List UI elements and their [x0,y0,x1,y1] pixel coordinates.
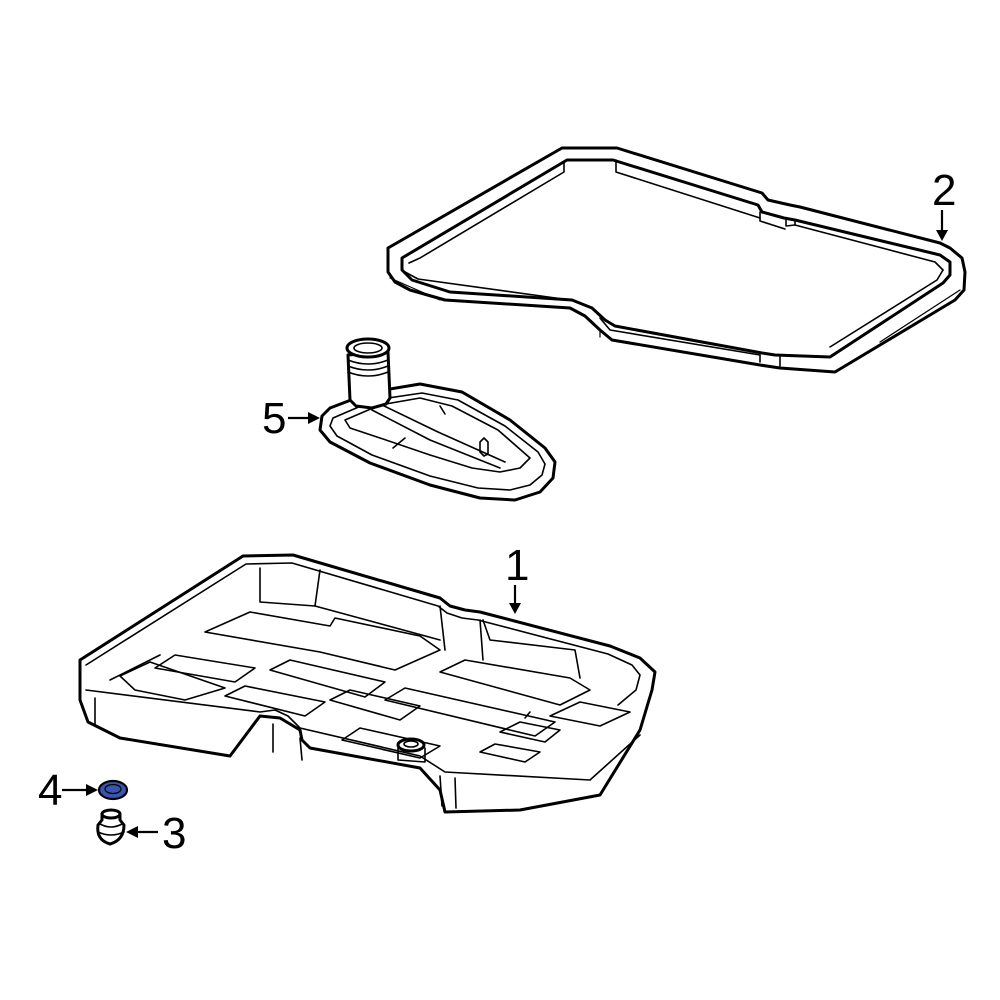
arrowhead-icon [126,826,138,838]
filter-part[interactable] [318,337,557,502]
arrowhead-icon [308,412,320,424]
drain-plug-part[interactable] [96,808,126,846]
callout-3[interactable]: 3 [126,809,186,858]
callout-4-label: 4 [38,766,62,815]
callout-5-label: 5 [262,394,286,443]
washer-part[interactable] [97,779,129,801]
gasket-part[interactable] [386,146,967,374]
callout-2[interactable]: 2 [932,166,956,241]
callout-4[interactable]: 4 [38,766,98,815]
arrowhead-icon [936,230,948,241]
callout-1-label: 1 [505,541,529,590]
arrowhead-icon [509,603,521,614]
callout-2-label: 2 [932,166,956,215]
oil-pan-part[interactable] [78,553,657,814]
callout-1[interactable]: 1 [505,541,529,614]
callout-5[interactable]: 5 [262,394,320,443]
arrowhead-icon [86,784,98,796]
callout-3-label: 3 [162,809,186,858]
